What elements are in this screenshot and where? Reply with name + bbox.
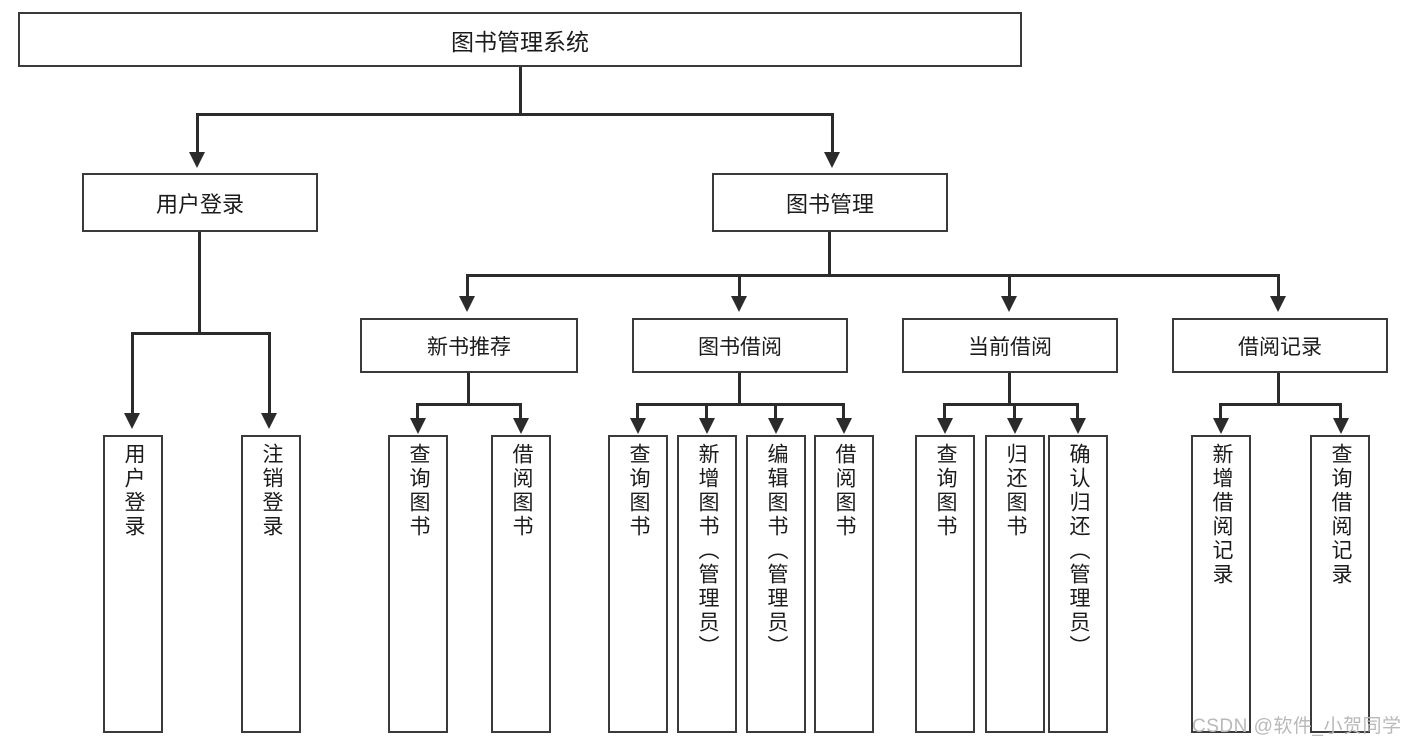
node-label: 借阅图书 [510, 443, 534, 539]
arrow-user-login-leaf-1 [124, 413, 140, 429]
leaf-query-book-recommend[interactable]: 查询图书 [388, 435, 448, 733]
node-label: 当前借阅 [968, 335, 1052, 359]
arrow-borrow-records-leaf-2 [1333, 418, 1349, 434]
leaf-query-borrow-record[interactable]: 查询借阅记录 [1310, 435, 1370, 733]
arrow-root-to-book-manage [824, 152, 840, 168]
connector-root-stem [519, 67, 522, 115]
node-book-manage[interactable]: 图书管理 [712, 173, 948, 232]
leaf-add-borrow-record[interactable]: 新增借阅记录 [1191, 435, 1251, 733]
node-current-borrow[interactable]: 当前借阅 [902, 318, 1118, 373]
connector-current-borrow-leaf-3 [1076, 403, 1079, 421]
leaf-return-book[interactable]: 归还图书 [985, 435, 1045, 733]
leaf-confirm-return-admin[interactable]: 确认归还（管理员） [1048, 435, 1108, 733]
connector-book-borrow-leaf-2 [705, 403, 708, 421]
leaf-user-login[interactable]: 用户登录 [103, 435, 163, 733]
node-label: 新增图书（管理员） [696, 443, 720, 659]
node-label: 用户登录 [122, 443, 146, 539]
connector-current-borrow-leaf-1 [943, 403, 946, 421]
node-borrow-records[interactable]: 借阅记录 [1172, 318, 1388, 373]
node-label: 图书管理系统 [451, 28, 589, 55]
connector-current-borrow-stem [1008, 373, 1011, 405]
arrow-book-borrow-leaf-4 [836, 418, 852, 434]
connector-book-manage-to-new-book [466, 274, 469, 299]
node-label: 确认归还（管理员） [1067, 443, 1091, 659]
connector-user-login-leaf-2 [268, 332, 271, 416]
connector-new-book-leaf-2 [519, 403, 522, 421]
connector-borrow-records-bar [1219, 403, 1342, 406]
arrow-new-book-leaf-1 [410, 418, 426, 434]
node-label: 查询图书 [627, 443, 651, 539]
connector-root-to-book-manage [831, 113, 834, 155]
leaf-logout[interactable]: 注销登录 [241, 435, 301, 733]
connector-borrow-records-leaf-1 [1219, 403, 1222, 421]
leaf-borrow-book-recommend[interactable]: 借阅图书 [491, 435, 551, 733]
connector-borrow-records-leaf-2 [1339, 403, 1342, 421]
node-label: 图书管理 [785, 191, 874, 217]
arrow-book-borrow-leaf-3 [768, 418, 784, 434]
arrow-root-to-user-login [189, 152, 205, 168]
connector-book-manage-stem [828, 232, 831, 276]
arrow-book-manage-to-new-book [459, 296, 475, 312]
connector-new-book-leaf-1 [416, 403, 419, 421]
connector-book-borrow-leaf-3 [774, 403, 777, 421]
node-label: 归还图书 [1004, 443, 1028, 539]
connector-book-manage-to-current-borrow [1008, 274, 1011, 299]
connector-book-borrow-leaf-1 [636, 403, 639, 421]
connector-new-book-stem [467, 373, 470, 405]
node-label: 用户登录 [155, 191, 244, 217]
connector-new-book-bar [416, 403, 522, 406]
arrow-current-borrow-leaf-2 [1007, 418, 1023, 434]
arrow-book-manage-to-borrow-records [1270, 296, 1286, 312]
csdn-watermark: CSDN @软件_小贺同学 [1192, 716, 1402, 737]
node-label: 图书借阅 [698, 335, 782, 359]
connector-borrow-records-stem [1277, 373, 1280, 405]
node-label: 新书推荐 [427, 335, 511, 359]
node-label: 注销登录 [260, 443, 284, 539]
connector-user-login-stem [198, 232, 201, 334]
arrow-book-manage-to-current-borrow [1001, 296, 1017, 312]
node-label: 借阅图书 [833, 443, 857, 539]
node-label: 新增借阅记录 [1210, 443, 1234, 587]
connector-book-borrow-leaf-4 [842, 403, 845, 421]
connector-root-to-user-login [196, 113, 199, 155]
connector-book-manage-to-borrow-records [1277, 274, 1280, 299]
arrow-book-manage-to-book-borrow [731, 296, 747, 312]
arrow-current-borrow-leaf-1 [937, 418, 953, 434]
connector-current-borrow-bar [943, 403, 1078, 406]
connector-book-borrow-stem [738, 373, 741, 405]
leaf-edit-book-admin[interactable]: 编辑图书（管理员） [746, 435, 806, 733]
arrow-book-borrow-leaf-1 [630, 418, 646, 434]
leaf-query-book-borrow[interactable]: 查询图书 [608, 435, 668, 733]
leaf-add-book-admin[interactable]: 新增图书（管理员） [677, 435, 737, 733]
arrow-user-login-leaf-2 [261, 413, 277, 429]
arrow-new-book-leaf-2 [513, 418, 529, 434]
connector-book-manage-to-book-borrow [738, 274, 741, 299]
connector-current-borrow-leaf-2 [1013, 403, 1016, 421]
node-label: 查询借阅记录 [1329, 443, 1353, 587]
arrow-book-borrow-leaf-2 [699, 418, 715, 434]
node-book-borrow[interactable]: 图书借阅 [632, 318, 848, 373]
node-label: 查询图书 [934, 443, 958, 539]
node-root-system[interactable]: 图书管理系统 [18, 12, 1022, 67]
node-label: 借阅记录 [1238, 335, 1322, 359]
arrow-borrow-records-leaf-1 [1213, 418, 1229, 434]
leaf-query-book-current[interactable]: 查询图书 [915, 435, 975, 733]
connector-user-login-bar [131, 332, 270, 335]
node-label: 编辑图书（管理员） [765, 443, 789, 659]
leaf-borrow-book[interactable]: 借阅图书 [814, 435, 874, 733]
connector-book-borrow-bar [636, 403, 845, 406]
node-user-login[interactable]: 用户登录 [82, 173, 318, 232]
connector-book-manage-bar [466, 274, 1280, 277]
connector-root-bar [196, 113, 834, 116]
node-label: 查询图书 [407, 443, 431, 539]
node-new-book-recommend[interactable]: 新书推荐 [360, 318, 578, 373]
arrow-current-borrow-leaf-3 [1070, 418, 1086, 434]
connector-user-login-leaf-1 [131, 332, 134, 416]
